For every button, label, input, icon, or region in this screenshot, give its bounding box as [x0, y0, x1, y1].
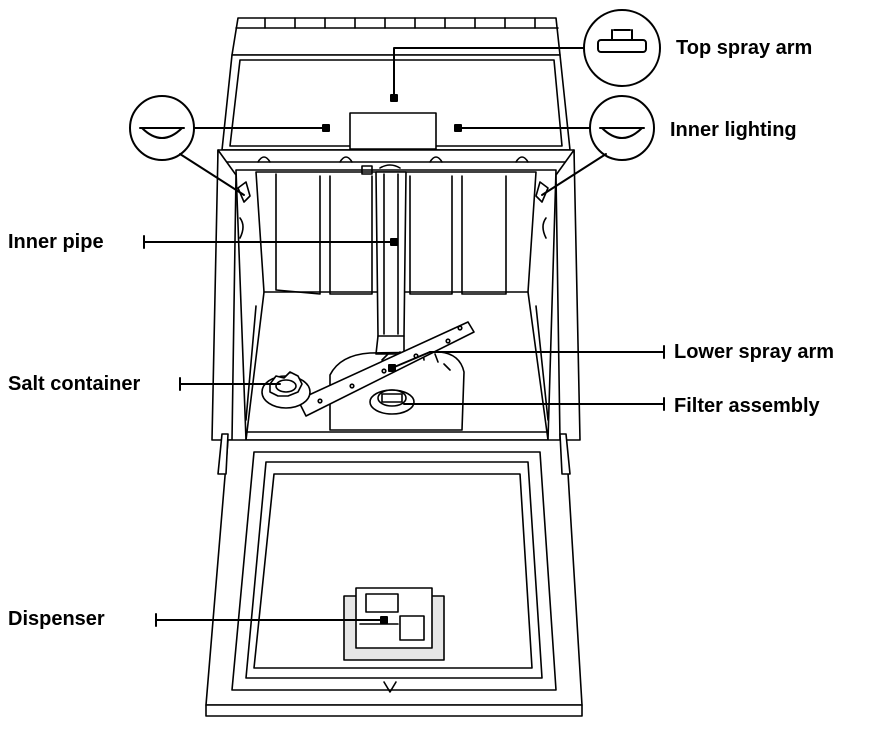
inner-pipe: [361, 164, 407, 355]
callout-circles: [129, 9, 661, 161]
lower-spray-arm: [297, 321, 475, 417]
label-salt-container: Salt container: [8, 373, 141, 395]
leader-lines: [143, 47, 665, 627]
label-inner-lighting: Inner lighting: [670, 119, 797, 141]
label-inner-pipe: Inner pipe: [8, 231, 104, 253]
door: [205, 433, 583, 717]
filter-assembly: [369, 389, 415, 415]
dispenser: [343, 587, 445, 661]
label-top-spray-arm: Top spray arm: [676, 37, 813, 59]
side-frames: [211, 149, 581, 441]
label-lower-spray-arm: Lower spray arm: [674, 341, 835, 363]
top-panel: [231, 17, 561, 56]
tub-ceiling: [217, 54, 575, 163]
label-filter-assembly: Filter assembly: [674, 395, 820, 417]
inner-lighting-units: [237, 181, 549, 239]
label-dispenser: Dispenser: [8, 608, 105, 630]
